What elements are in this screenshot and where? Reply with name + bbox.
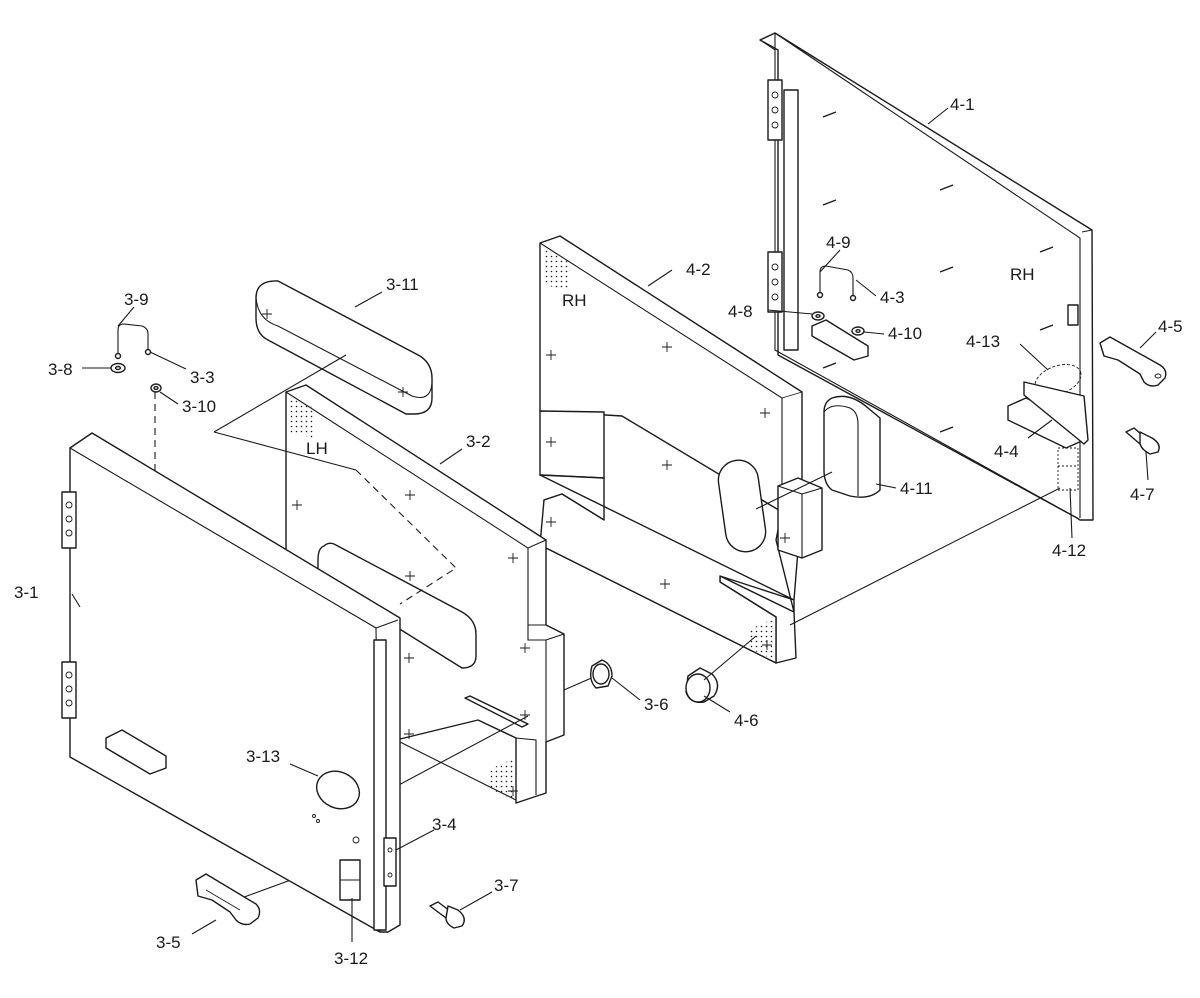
callout-3-13: 3-13 <box>246 747 280 766</box>
rh-washer-4-10 <box>851 326 865 336</box>
callout-4-2: 4-2 <box>686 260 711 279</box>
rh-lock-bracket <box>811 319 869 361</box>
rh-handle-grip-4-5 <box>1099 336 1167 387</box>
lh-door-panel-3-1 <box>61 432 401 933</box>
callout-3-12: 3-12 <box>334 949 368 968</box>
callout-4-4: 4-4 <box>994 442 1019 461</box>
lh-washer-3-10 <box>150 383 162 393</box>
side-label-rh-panel: RH <box>562 291 587 310</box>
callout-3-3: 3-3 <box>190 368 215 387</box>
side-label-lh: LH <box>306 439 328 458</box>
lh-inner-panel-3-2 <box>285 384 565 804</box>
callout-4-13: 4-13 <box>966 332 1000 351</box>
rh-foam-pad-4-11 <box>823 395 881 498</box>
lh-handle-rod-3-3 <box>114 323 152 360</box>
lh-knob-3-6 <box>589 659 613 689</box>
rh-latch-bracket-4-4 <box>1007 381 1089 449</box>
callout-4-12: 4-12 <box>1052 541 1086 560</box>
rh-knob-4-6 <box>685 667 719 703</box>
lh-washer-3-8 <box>110 362 126 374</box>
rh-screw-4-7 <box>1125 427 1160 455</box>
side-label-rh-door: RH <box>1010 265 1035 284</box>
callout-4-11: 4-11 <box>900 479 933 498</box>
lh-screw-3-7 <box>429 901 465 929</box>
lh-handle-grip-3-5 <box>195 873 261 926</box>
callout-3-2: 3-2 <box>466 432 491 451</box>
callout-4-5: 4-5 <box>1158 317 1183 336</box>
callout-4-9: 4-9 <box>826 233 851 252</box>
lh-foam-pad-3-11 <box>255 280 433 415</box>
callout-3-11: 3-11 <box>386 275 419 294</box>
rh-handle-rod-4-3 <box>816 265 857 302</box>
callout-4-3: 4-3 <box>880 288 905 307</box>
callout-4-10: 4-10 <box>888 324 922 343</box>
callout-3-8: 3-8 <box>48 360 73 379</box>
callout-3-7: 3-7 <box>494 876 519 895</box>
callout-3-10: 3-10 <box>182 397 216 416</box>
callout-leaders <box>71 107 1157 942</box>
callout-3-4: 3-4 <box>432 815 457 834</box>
rh-washer-4-8 <box>811 311 825 321</box>
callout-4-1: 4-1 <box>950 95 975 114</box>
callout-4-7: 4-7 <box>1130 485 1155 504</box>
callout-4-6: 4-6 <box>734 711 759 730</box>
callout-3-1: 3-1 <box>14 583 39 602</box>
callout-3-9: 3-9 <box>124 290 149 309</box>
callout-3-5: 3-5 <box>156 933 181 952</box>
rh-inner-panel-4-2 <box>539 235 823 664</box>
rh-door-panel-4-1 <box>759 32 1094 521</box>
callout-3-6: 3-6 <box>644 695 669 714</box>
callout-4-8: 4-8 <box>728 302 753 321</box>
